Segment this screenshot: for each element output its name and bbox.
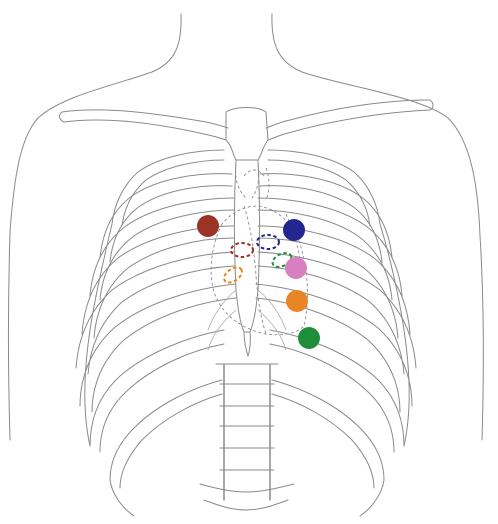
valve-rings xyxy=(221,235,293,286)
marker-pink xyxy=(285,257,307,279)
clavicles xyxy=(60,100,433,140)
marker-blue xyxy=(283,219,305,241)
ribs-right xyxy=(256,150,416,516)
ribs-left xyxy=(76,150,236,516)
marker-green xyxy=(298,327,320,349)
valve-blue-ring xyxy=(257,235,279,249)
sternum xyxy=(226,108,268,357)
great-vessels xyxy=(235,164,269,200)
spine xyxy=(200,364,294,510)
costal-cartilage xyxy=(208,290,286,350)
body-outline xyxy=(9,14,484,440)
marker-orange xyxy=(286,290,308,312)
marker-red xyxy=(197,215,219,237)
valve-orange-ring xyxy=(221,264,244,285)
